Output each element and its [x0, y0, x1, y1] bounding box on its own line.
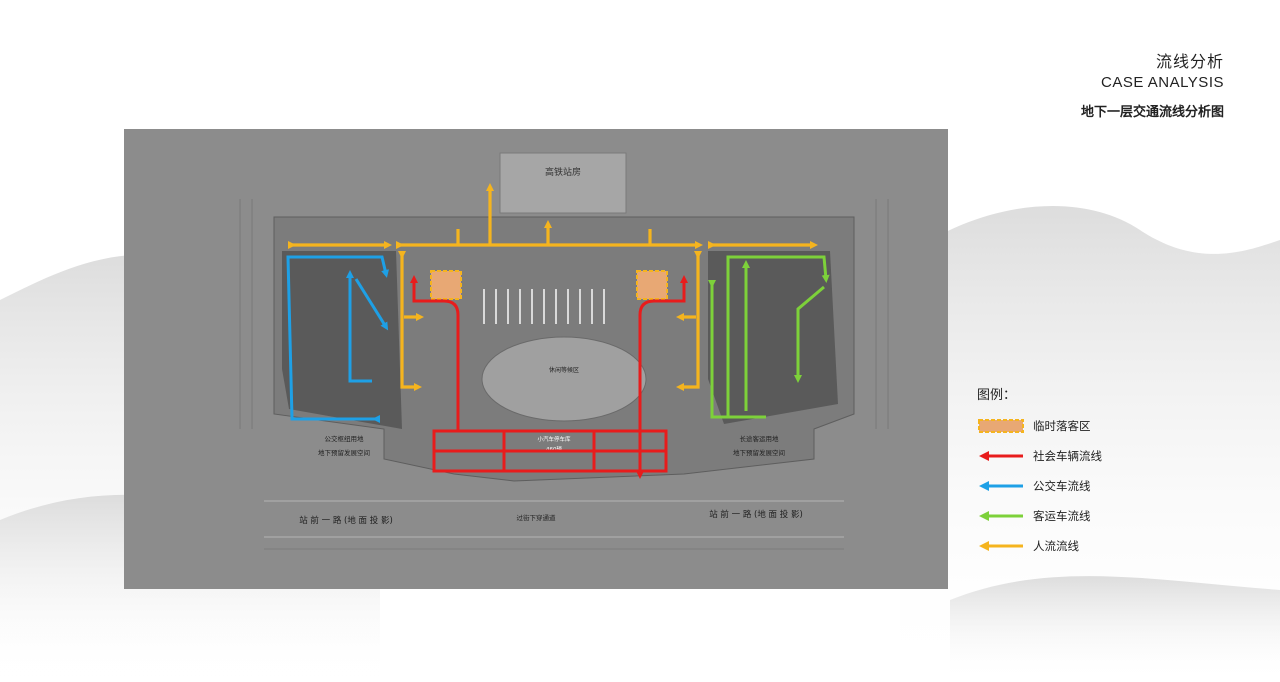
floor-plan: 高铁站房 休闲等候区 公交枢纽用地 地下预留发展空间 长途客运用地 地下预留发展…	[124, 129, 948, 589]
coach-flow-line	[712, 255, 826, 419]
underpass-label: 过街下穿通道	[517, 513, 557, 522]
plan-dimension-lines	[239, 199, 889, 550]
coach-area-label: 长途客运用地	[740, 434, 780, 443]
page-subtitle: 地下一层交通流线分析图	[1080, 105, 1224, 120]
queue-serpentine	[483, 289, 605, 324]
legend-item-pedestrian-flow: 人流流线	[977, 533, 1167, 559]
blue-arrow-icon	[979, 481, 1023, 491]
drop-zone-left	[430, 270, 462, 300]
legend: 图例： 临时落客区 社会车辆流线 公交车流线 客运车流线 人流流线	[977, 384, 1167, 563]
drop-zone-right	[636, 270, 668, 300]
legend-title: 图例：	[977, 388, 1017, 403]
bus-area-sublabel: 地下预留发展空间	[318, 448, 370, 457]
yellow-arrow-icon	[979, 541, 1023, 551]
bus-area-label: 公交枢纽用地	[325, 434, 365, 443]
rest-area-label: 休闲等候区	[549, 366, 579, 374]
legend-item-bus-flow: 公交车流线	[977, 473, 1167, 499]
station-building-label: 高铁站房	[545, 166, 581, 178]
coach-flow-right	[794, 285, 825, 383]
coach-lot	[708, 251, 838, 424]
pedestrian-flow-lines	[288, 183, 818, 391]
road-lines	[264, 500, 844, 538]
red-arrow-icon	[979, 451, 1023, 461]
bus-lot	[282, 251, 402, 429]
rest-area	[481, 336, 647, 422]
page-title: 流线分析	[1155, 52, 1224, 71]
legend-label-bus-flow: 公交车流线	[1033, 479, 1091, 493]
page-title-english: CASE ANALYSIS	[1101, 74, 1224, 91]
legend-label-drop-zone: 临时落客区	[1033, 419, 1091, 433]
parking-label: 小汽车停车库	[537, 435, 571, 443]
legend-label-pedestrian-flow: 人流流线	[1033, 539, 1079, 553]
parking-count: 460辆	[546, 445, 562, 453]
legend-item-social-flow: 社会车辆流线	[977, 443, 1167, 469]
bus-flow-diagonal	[354, 278, 389, 331]
bus-flow-line	[286, 255, 389, 423]
bus-flow-inner	[346, 270, 372, 383]
coach-area-sublabel: 地下预留发展空间	[733, 448, 785, 457]
road-right-label: 站 前 一 路 (地 面 投 影)	[709, 509, 803, 520]
title-block: 流线分析 CASE ANALYSIS 地下一层交通流线分析图	[1081, 48, 1224, 120]
green-arrow-icon	[979, 511, 1023, 521]
social-flow-lines	[410, 275, 688, 479]
drop-zone-swatch	[978, 419, 1024, 433]
road-left-label: 站 前 一 路 (地 面 投 影)	[299, 515, 393, 526]
legend-label-social-flow: 社会车辆流线	[1033, 449, 1102, 463]
legend-item-coach-flow: 客运车流线	[977, 503, 1167, 529]
station-building	[499, 152, 627, 214]
legend-item-drop-zone: 临时落客区	[977, 413, 1167, 439]
floor-plan-svg: 高铁站房 休闲等候区 公交枢纽用地 地下预留发展空间 长途客运用地 地下预留发展…	[239, 152, 889, 550]
legend-label-coach-flow: 客运车流线	[1033, 509, 1091, 523]
